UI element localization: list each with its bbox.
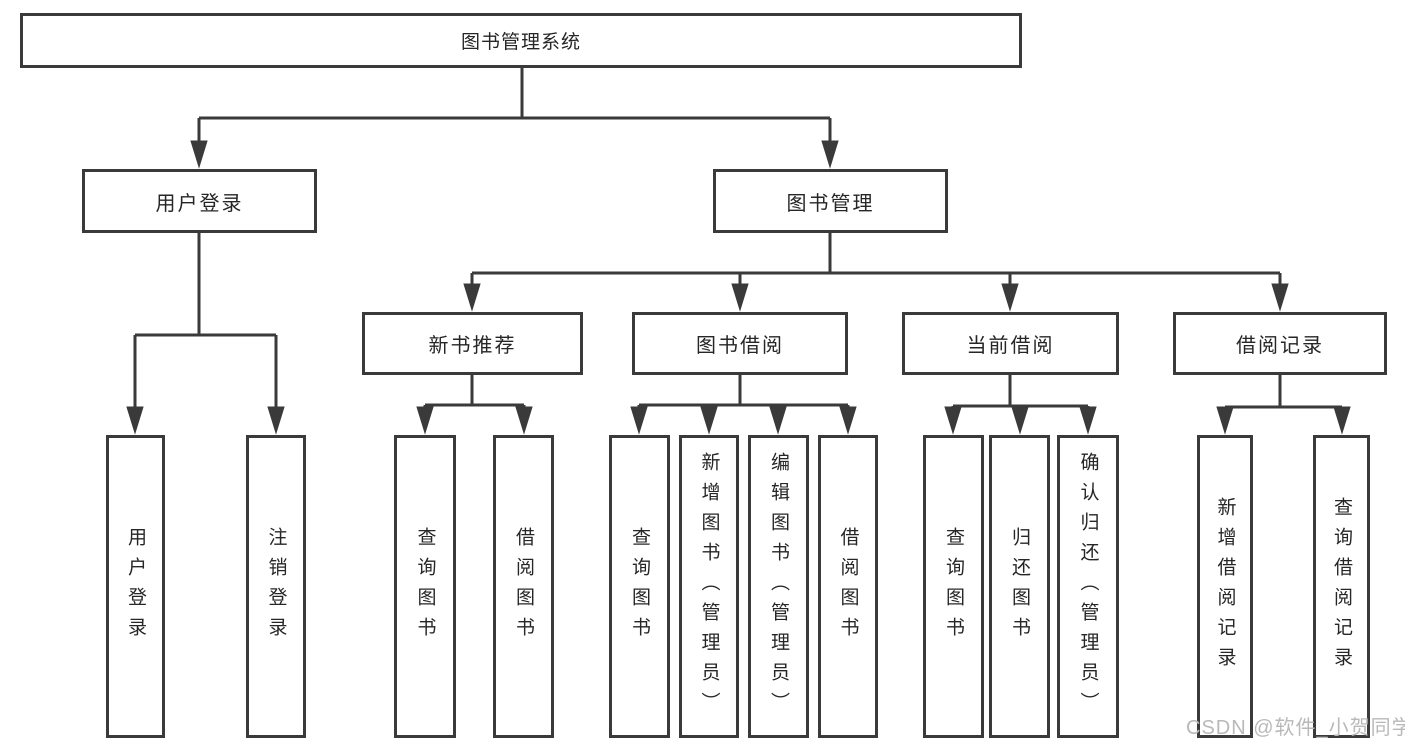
- leaf-logout: 注销登录: [246, 435, 306, 738]
- leaf-query-borrow-record: 查询借阅记录: [1313, 435, 1370, 738]
- arrowhead-icon: [126, 406, 144, 435]
- node-user-login: 用户登录: [82, 169, 317, 233]
- arrowhead-icon: [821, 140, 839, 169]
- arrowhead-icon: [944, 406, 962, 435]
- leaf-return-books: 归还图书: [989, 435, 1050, 738]
- node-borrowing-records: 借阅记录: [1173, 312, 1387, 375]
- arrowhead-icon: [1079, 406, 1097, 435]
- arrowhead-icon: [1216, 406, 1234, 435]
- arrowhead-icon: [839, 406, 857, 435]
- leaf-add-books-admin: 新增图书（管理员）: [679, 435, 739, 738]
- arrowheads-group: [126, 140, 1351, 435]
- node-book-management: 图书管理: [713, 169, 948, 233]
- leaf-query-books-borrowing: 查询图书: [609, 435, 670, 738]
- leaf-user-login: 用户登录: [106, 435, 165, 738]
- arrowhead-icon: [463, 283, 481, 312]
- leaf-borrow-books-borrowing: 借阅图书: [818, 435, 878, 738]
- arrowhead-icon: [1001, 283, 1019, 312]
- node-library-management-system: 图书管理系统: [20, 13, 1022, 68]
- arrowhead-icon: [769, 406, 787, 435]
- arrowhead-icon: [267, 406, 285, 435]
- arrowhead-icon: [1011, 406, 1029, 435]
- arrowhead-icon: [700, 406, 718, 435]
- leaf-confirm-return-admin: 确认归还（管理员）: [1057, 435, 1119, 738]
- arrowhead-icon: [416, 406, 434, 435]
- leaf-borrow-books-recommend: 借阅图书: [493, 435, 554, 738]
- watermark-text: CSDN @软件_小贺同学: [1186, 717, 1405, 739]
- leaf-query-books-recommend: 查询图书: [394, 435, 456, 738]
- leaf-add-borrow-record: 新增借阅记录: [1197, 435, 1253, 738]
- leaf-edit-books-admin: 编辑图书（管理员）: [748, 435, 809, 738]
- arrowhead-icon: [1271, 283, 1289, 312]
- node-new-book-recommendation: 新书推荐: [362, 312, 583, 375]
- arrowhead-icon: [731, 283, 749, 312]
- arrowhead-icon: [515, 406, 533, 435]
- leaf-query-books-current: 查询图书: [923, 435, 984, 738]
- node-book-borrowing: 图书借阅: [632, 312, 848, 375]
- arrowhead-icon: [1333, 406, 1351, 435]
- arrowhead-icon: [190, 140, 208, 169]
- arrowhead-icon: [630, 406, 648, 435]
- node-current-borrowing: 当前借阅: [902, 312, 1119, 375]
